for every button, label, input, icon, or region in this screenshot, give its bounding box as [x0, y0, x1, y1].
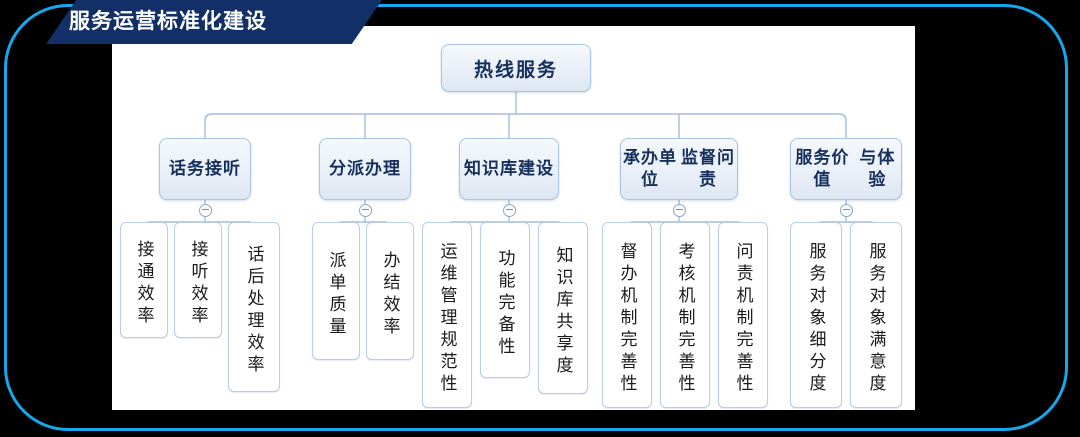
tree-node-leaf-1-1-label: 接通效率 — [134, 239, 154, 328]
tree-node-root-label: 热线服务 — [473, 59, 558, 81]
page-title: 服务运营标准化建设 — [69, 10, 267, 33]
tree-node-leaf-2-2[interactable]: 办结效率 — [366, 222, 414, 360]
tree-node-leaf-5-1-label: 服务对象细分度 — [806, 241, 826, 396]
collapse-toggle-branch-3[interactable] — [502, 203, 516, 217]
tree-node-branch-4-label-line-2: 监督问责 — [681, 148, 735, 189]
tree-node-branch-3[interactable]: 知识库建设 — [459, 138, 559, 200]
title-banner — [46, 0, 382, 44]
tree-node-leaf-3-1[interactable]: 运维管理规范性 — [422, 222, 472, 408]
diagram-canvas: 热线服务话务接听接通效率接听效率话后处理效率分派办理派单质量办结效率知识库建设运… — [112, 26, 915, 410]
tree-node-leaf-3-2-label: 功能完备性 — [495, 248, 515, 359]
collapse-toggle-branch-4[interactable] — [672, 203, 686, 217]
tree-node-branch-1[interactable]: 话务接听 — [159, 138, 251, 200]
tree-node-leaf-4-3[interactable]: 问责机制完善性 — [718, 222, 768, 408]
tree-node-leaf-1-1[interactable]: 接通效率 — [120, 222, 168, 338]
tree-node-leaf-4-2-label: 考核机制完善性 — [675, 241, 695, 396]
tree-node-branch-5[interactable]: 服务价值与体验 — [790, 138, 902, 200]
tree-node-leaf-4-1[interactable]: 督办机制完善性 — [602, 222, 652, 408]
tree-node-leaf-5-2[interactable]: 服务对象满意度 — [850, 222, 902, 408]
tree-node-leaf-4-2[interactable]: 考核机制完善性 — [660, 222, 710, 408]
tree-node-branch-3-label-line-1: 知识库 — [464, 159, 518, 179]
tree-node-branch-3-label-line-2: 建设 — [518, 159, 554, 179]
tree-node-branch-1-label-line-1: 话务 — [169, 159, 205, 179]
tree-node-branch-2-label-line-1: 分派 — [329, 159, 365, 179]
tree-node-leaf-3-2[interactable]: 功能完备性 — [480, 222, 530, 378]
collapse-toggle-branch-2[interactable] — [358, 203, 372, 217]
tree-node-leaf-1-3[interactable]: 话后处理效率 — [228, 222, 280, 392]
tree-node-leaf-5-1[interactable]: 服务对象细分度 — [790, 222, 842, 408]
tree-node-leaf-5-2-label: 服务对象满意度 — [866, 241, 886, 396]
tree-node-branch-5-label-line-2: 与体验 — [859, 148, 896, 189]
tree-node-leaf-3-3-label: 知识库共享度 — [553, 245, 573, 378]
tree-node-branch-5-label-line-1: 服务价值 — [795, 148, 850, 189]
tree-node-leaf-2-2-label: 办结效率 — [380, 250, 400, 339]
tree-node-leaf-2-1[interactable]: 派单质量 — [312, 222, 360, 360]
tree-node-root[interactable]: 热线服务 — [441, 44, 591, 92]
collapse-toggle-branch-5[interactable] — [839, 203, 853, 217]
tree-node-branch-4[interactable]: 承办单位监督问责 — [620, 138, 738, 200]
tree-node-leaf-3-3[interactable]: 知识库共享度 — [538, 222, 588, 394]
tree-node-leaf-1-3-label: 话后处理效率 — [244, 244, 264, 377]
tree-node-leaf-4-1-label: 督办机制完善性 — [617, 241, 637, 396]
tree-node-leaf-3-1-label: 运维管理规范性 — [437, 241, 457, 396]
tree-node-branch-4-label-line-1: 承办单位 — [623, 148, 677, 189]
tree-node-leaf-1-2-label: 接听效率 — [188, 239, 208, 328]
tree-node-branch-2-label-line-2: 办理 — [365, 159, 401, 179]
tree-node-branch-1-label-line-2: 接听 — [205, 159, 241, 179]
tree-node-branch-2[interactable]: 分派办理 — [319, 138, 411, 200]
tree-node-leaf-2-1-label: 派单质量 — [326, 250, 346, 339]
tree-node-leaf-1-2[interactable]: 接听效率 — [174, 222, 222, 338]
tree-node-leaf-4-3-label: 问责机制完善性 — [733, 241, 753, 396]
collapse-toggle-branch-1[interactable] — [198, 203, 212, 217]
